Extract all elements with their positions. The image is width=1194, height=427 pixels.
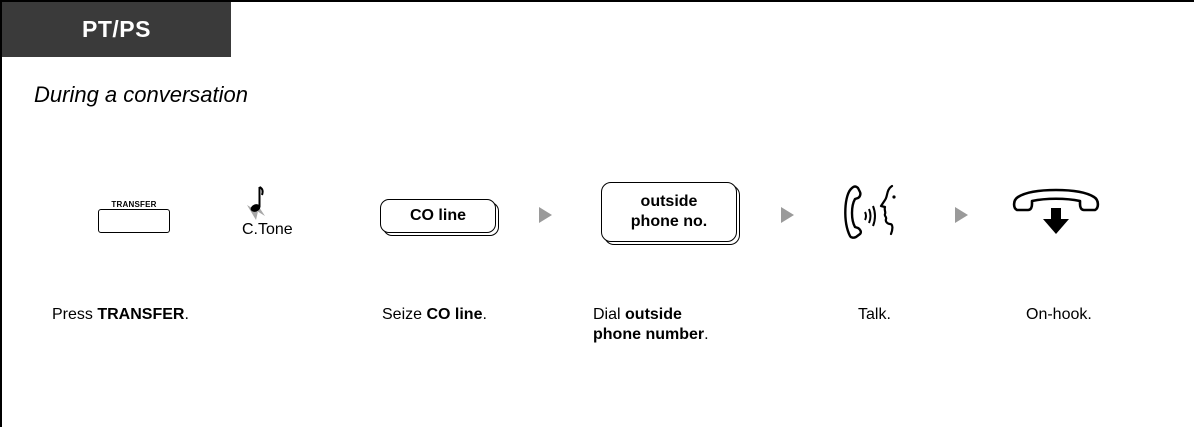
co-line-button-icon: CO line: [380, 199, 496, 233]
phone-type-tab: PT/PS: [2, 2, 231, 57]
outside-button-line2: phone no.: [630, 213, 708, 230]
tone-label: C.Tone: [242, 221, 293, 238]
caption-bold: CO line: [426, 306, 483, 323]
caption-suffix: .: [482, 306, 487, 323]
context-heading: During a conversation: [34, 82, 249, 107]
step-caption-talk: Talk.: [858, 305, 891, 325]
transfer-key-label: TRANSFER: [111, 200, 157, 209]
talk-icon: [844, 184, 896, 239]
arrow-right-icon: [955, 207, 968, 223]
caption-bold: TRANSFER: [97, 306, 185, 323]
caption-suffix: .: [704, 326, 709, 343]
outside-phone-number-button-icon: outside phone no.: [601, 182, 737, 242]
step-caption-on-hook: On-hook.: [1026, 305, 1092, 325]
frame-left-border: [0, 0, 2, 427]
arrow-right-icon: [539, 207, 552, 223]
step-caption-dial-outside-number: Dial outside phone number.: [593, 305, 709, 345]
caption-text: On-hook.: [1026, 306, 1092, 323]
outside-button-line1: outside: [640, 193, 698, 210]
caption-text: Dial: [593, 306, 626, 323]
transfer-key-icon: [98, 209, 170, 233]
step-caption-press-transfer: Press TRANSFER.: [52, 305, 189, 325]
on-hook-icon: [1012, 188, 1100, 234]
caption-bold-line2: phone number: [593, 326, 705, 343]
frame-top-border: [0, 0, 1194, 2]
step-caption-seize-co-line: Seize CO line.: [382, 305, 487, 325]
caption-text: Press: [52, 306, 98, 323]
caption-suffix: .: [184, 306, 189, 323]
arrow-right-icon: [781, 207, 794, 223]
caption-text: Seize: [382, 306, 427, 323]
tone-note-icon: [247, 186, 265, 220]
caption-bold-line1: outside: [625, 306, 682, 323]
caption-text: Talk.: [858, 306, 891, 323]
